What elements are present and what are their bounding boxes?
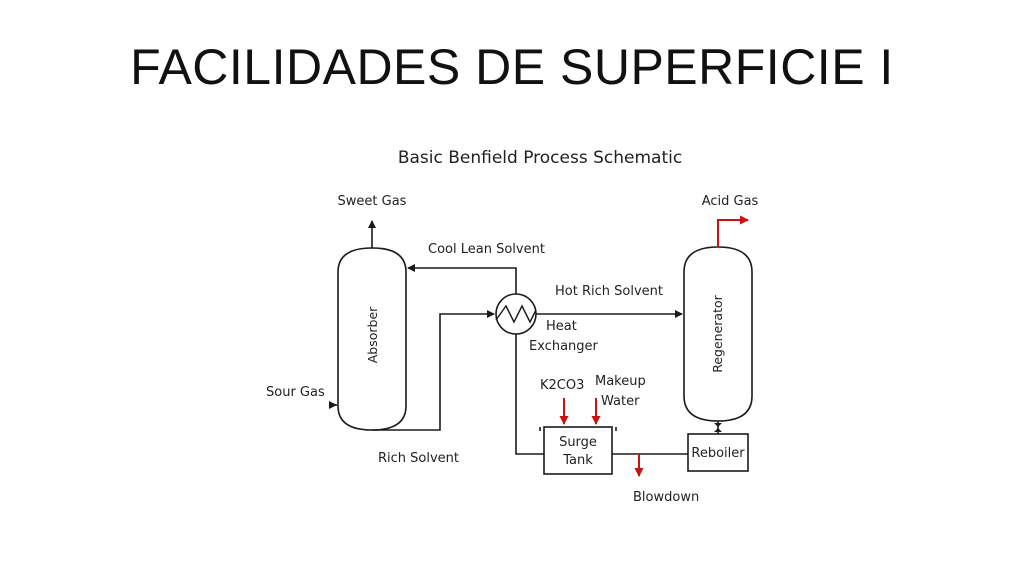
regenerator-vessel: Regenerator: [683, 246, 753, 422]
absorber-label: Absorber: [365, 306, 380, 363]
diagram-title: Basic Benfield Process Schematic: [398, 148, 682, 168]
k2co3-label: K2CO3: [540, 378, 584, 393]
heat-exchanger: [495, 293, 537, 335]
rich-solvent-line: [372, 310, 495, 431]
acid-gas-label: Acid Gas: [702, 194, 759, 209]
hot-rich-solvent-label: Hot Rich Solvent: [555, 284, 663, 299]
regenerator-label: Regenerator: [710, 294, 725, 372]
reboiler-label: Reboiler: [691, 446, 745, 461]
sour-gas-label: Sour Gas: [266, 385, 325, 400]
surge-tank: Surge Tank: [539, 426, 617, 475]
cool-lean-solvent-label: Cool Lean Solvent: [428, 242, 545, 257]
cool-lean-solvent-line: [407, 264, 517, 294]
surge-tank-label-2: Tank: [562, 453, 593, 468]
rich-solvent-label: Rich Solvent: [378, 451, 459, 466]
heat-exchanger-label-2: Exchanger: [529, 339, 599, 354]
makeup-water-label-1: Makeup: [595, 374, 646, 389]
acid-gas-line: [717, 215, 749, 247]
blowdown-label: Blowdown: [633, 490, 699, 505]
slide-title: FACILIDADES DE SUPERFICIE I: [130, 39, 894, 95]
reboiler: Reboiler: [687, 433, 749, 472]
lean-solvent-to-surge-line: [515, 334, 544, 455]
regenerator-reboiler-link: [714, 421, 722, 434]
heat-exchanger-label-1: Heat: [546, 319, 577, 334]
surge-tank-label-1: Surge: [559, 435, 597, 450]
makeup-water-label-2: Water: [601, 394, 640, 409]
sweet-gas-label: Sweet Gas: [338, 194, 407, 209]
absorber-vessel: Absorber: [337, 247, 407, 431]
